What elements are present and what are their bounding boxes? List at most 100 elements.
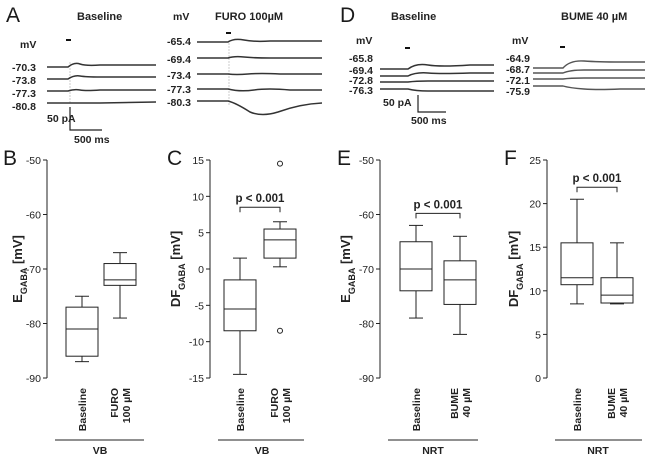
y-tick-label: 20 <box>529 199 541 211</box>
panel-letter-f: F <box>504 147 517 170</box>
y-tick-label: -50 <box>359 155 374 167</box>
y-tick-label: 0 <box>198 264 204 276</box>
category-label: Baseline <box>411 388 423 431</box>
scale-bar-d <box>417 95 446 113</box>
y-axis-label-unit: [mV] <box>10 235 25 268</box>
y-tick-label: -60 <box>26 210 41 222</box>
mv-label-d-left: mV <box>356 35 372 47</box>
trace <box>533 60 645 69</box>
outlier-point <box>277 327 283 334</box>
level-label: -73.4 <box>167 70 191 82</box>
category-label-line: FURO <box>269 388 281 418</box>
box <box>399 241 433 292</box>
trace <box>47 88 156 92</box>
level-label: -69.4 <box>167 54 191 66</box>
y-tick-label: -90 <box>359 373 374 385</box>
level-label: -73.8 <box>12 75 36 87</box>
category-label: Baseline <box>572 388 584 431</box>
y-axis-label-unit: [mV] <box>168 231 183 264</box>
level-label: -72.1 <box>506 75 530 87</box>
y-tick-label: 5 <box>535 329 541 341</box>
scale-bar-a <box>69 107 102 131</box>
y-axis-label-main: E <box>338 294 353 303</box>
mv-label-a-right: mV <box>173 11 189 23</box>
trace-title-d-baseline: Baseline <box>391 11 436 23</box>
stim-marker-d-right <box>560 46 565 48</box>
category-label-line: Baseline <box>77 388 89 431</box>
scale-current-d: 50 pA <box>383 97 412 109</box>
y-tick-label: 25 <box>529 155 541 167</box>
trace <box>47 101 157 104</box>
scale-current-a: 50 pA <box>47 113 76 125</box>
category-label-line: 100 µM <box>121 388 133 423</box>
panel-letter-b: B <box>3 147 17 170</box>
significance-label: p < 0.001 <box>573 173 623 185</box>
level-label: -80.3 <box>167 97 191 109</box>
trace <box>380 63 494 70</box>
mv-label-a-left: mV <box>20 39 36 51</box>
box <box>443 260 477 305</box>
significance-label: p < 0.001 <box>414 199 464 211</box>
trace-title-d-bume: BUME 40 µM <box>561 11 627 23</box>
stim-marker-a-left <box>66 39 71 41</box>
trace <box>197 88 322 92</box>
scale-time-a: 500 ms <box>74 134 110 146</box>
trace-title-a-furo: FURO 100µM <box>215 11 283 23</box>
category-label-line: 100 µM <box>281 388 293 423</box>
trace <box>380 80 494 83</box>
y-tick-label: -60 <box>359 210 374 222</box>
category-label-line: BUME <box>606 388 618 419</box>
trace <box>380 72 494 77</box>
y-tick-label: -15 <box>189 373 204 385</box>
significance-label: p < 0.001 <box>236 193 286 205</box>
box <box>223 279 257 332</box>
y-tick-label: 15 <box>529 242 541 254</box>
category-label: FURO100 µM <box>109 388 133 423</box>
trace <box>197 100 323 116</box>
level-label: -70.3 <box>12 62 36 74</box>
group-label: VB <box>255 445 270 456</box>
box <box>65 306 99 357</box>
y-tick-label: -70 <box>359 264 374 276</box>
panel-d-traces: Baseline mV -65.8 -69.4 -72.8 -76.3 50 p… <box>349 11 645 127</box>
level-label: -77.3 <box>167 84 191 96</box>
y-tick-label: 0 <box>535 373 541 385</box>
y-tick-label: -80 <box>26 319 41 331</box>
mv-label-d-right: mV <box>512 35 528 47</box>
y-axis-label-main: DF <box>506 290 521 307</box>
level-label: -65.4 <box>167 36 191 48</box>
category-label-line: Baseline <box>572 388 584 431</box>
category-label-line: Baseline <box>235 388 247 431</box>
panel-a-traces: Baseline mV -70.3 -73.8 -77.3 -80.8 50 p… <box>12 11 323 146</box>
trace <box>533 85 645 91</box>
box <box>263 228 297 259</box>
level-label: -68.7 <box>506 64 530 76</box>
group-label: VB <box>93 445 108 456</box>
scale-time-d: 500 ms <box>411 115 447 127</box>
stim-marker-d-left <box>405 47 410 49</box>
y-axis-label: EGABA [mV] <box>10 235 29 303</box>
y-axis-label: DFGABA [mV] <box>506 231 525 307</box>
y-tick-label: 10 <box>529 286 541 298</box>
category-label-line: BUME <box>449 388 461 419</box>
panel-letter-e: E <box>337 147 351 170</box>
trace <box>533 77 645 80</box>
category-label: Baseline <box>235 388 247 431</box>
category-label: BUME40 µM <box>449 388 473 419</box>
level-label: -72.8 <box>349 75 373 87</box>
level-label: -77.3 <box>12 88 36 100</box>
y-axis-label-main: E <box>10 294 25 303</box>
trace <box>197 38 322 43</box>
y-tick-label: 15 <box>192 155 204 167</box>
trace <box>380 88 494 92</box>
box <box>600 277 634 304</box>
level-label: -64.9 <box>506 53 530 65</box>
trace <box>47 62 156 68</box>
y-axis-label-subscript: GABA <box>177 263 187 290</box>
y-axis-label-unit: [mV] <box>506 231 521 264</box>
y-tick-label: -70 <box>26 264 41 276</box>
